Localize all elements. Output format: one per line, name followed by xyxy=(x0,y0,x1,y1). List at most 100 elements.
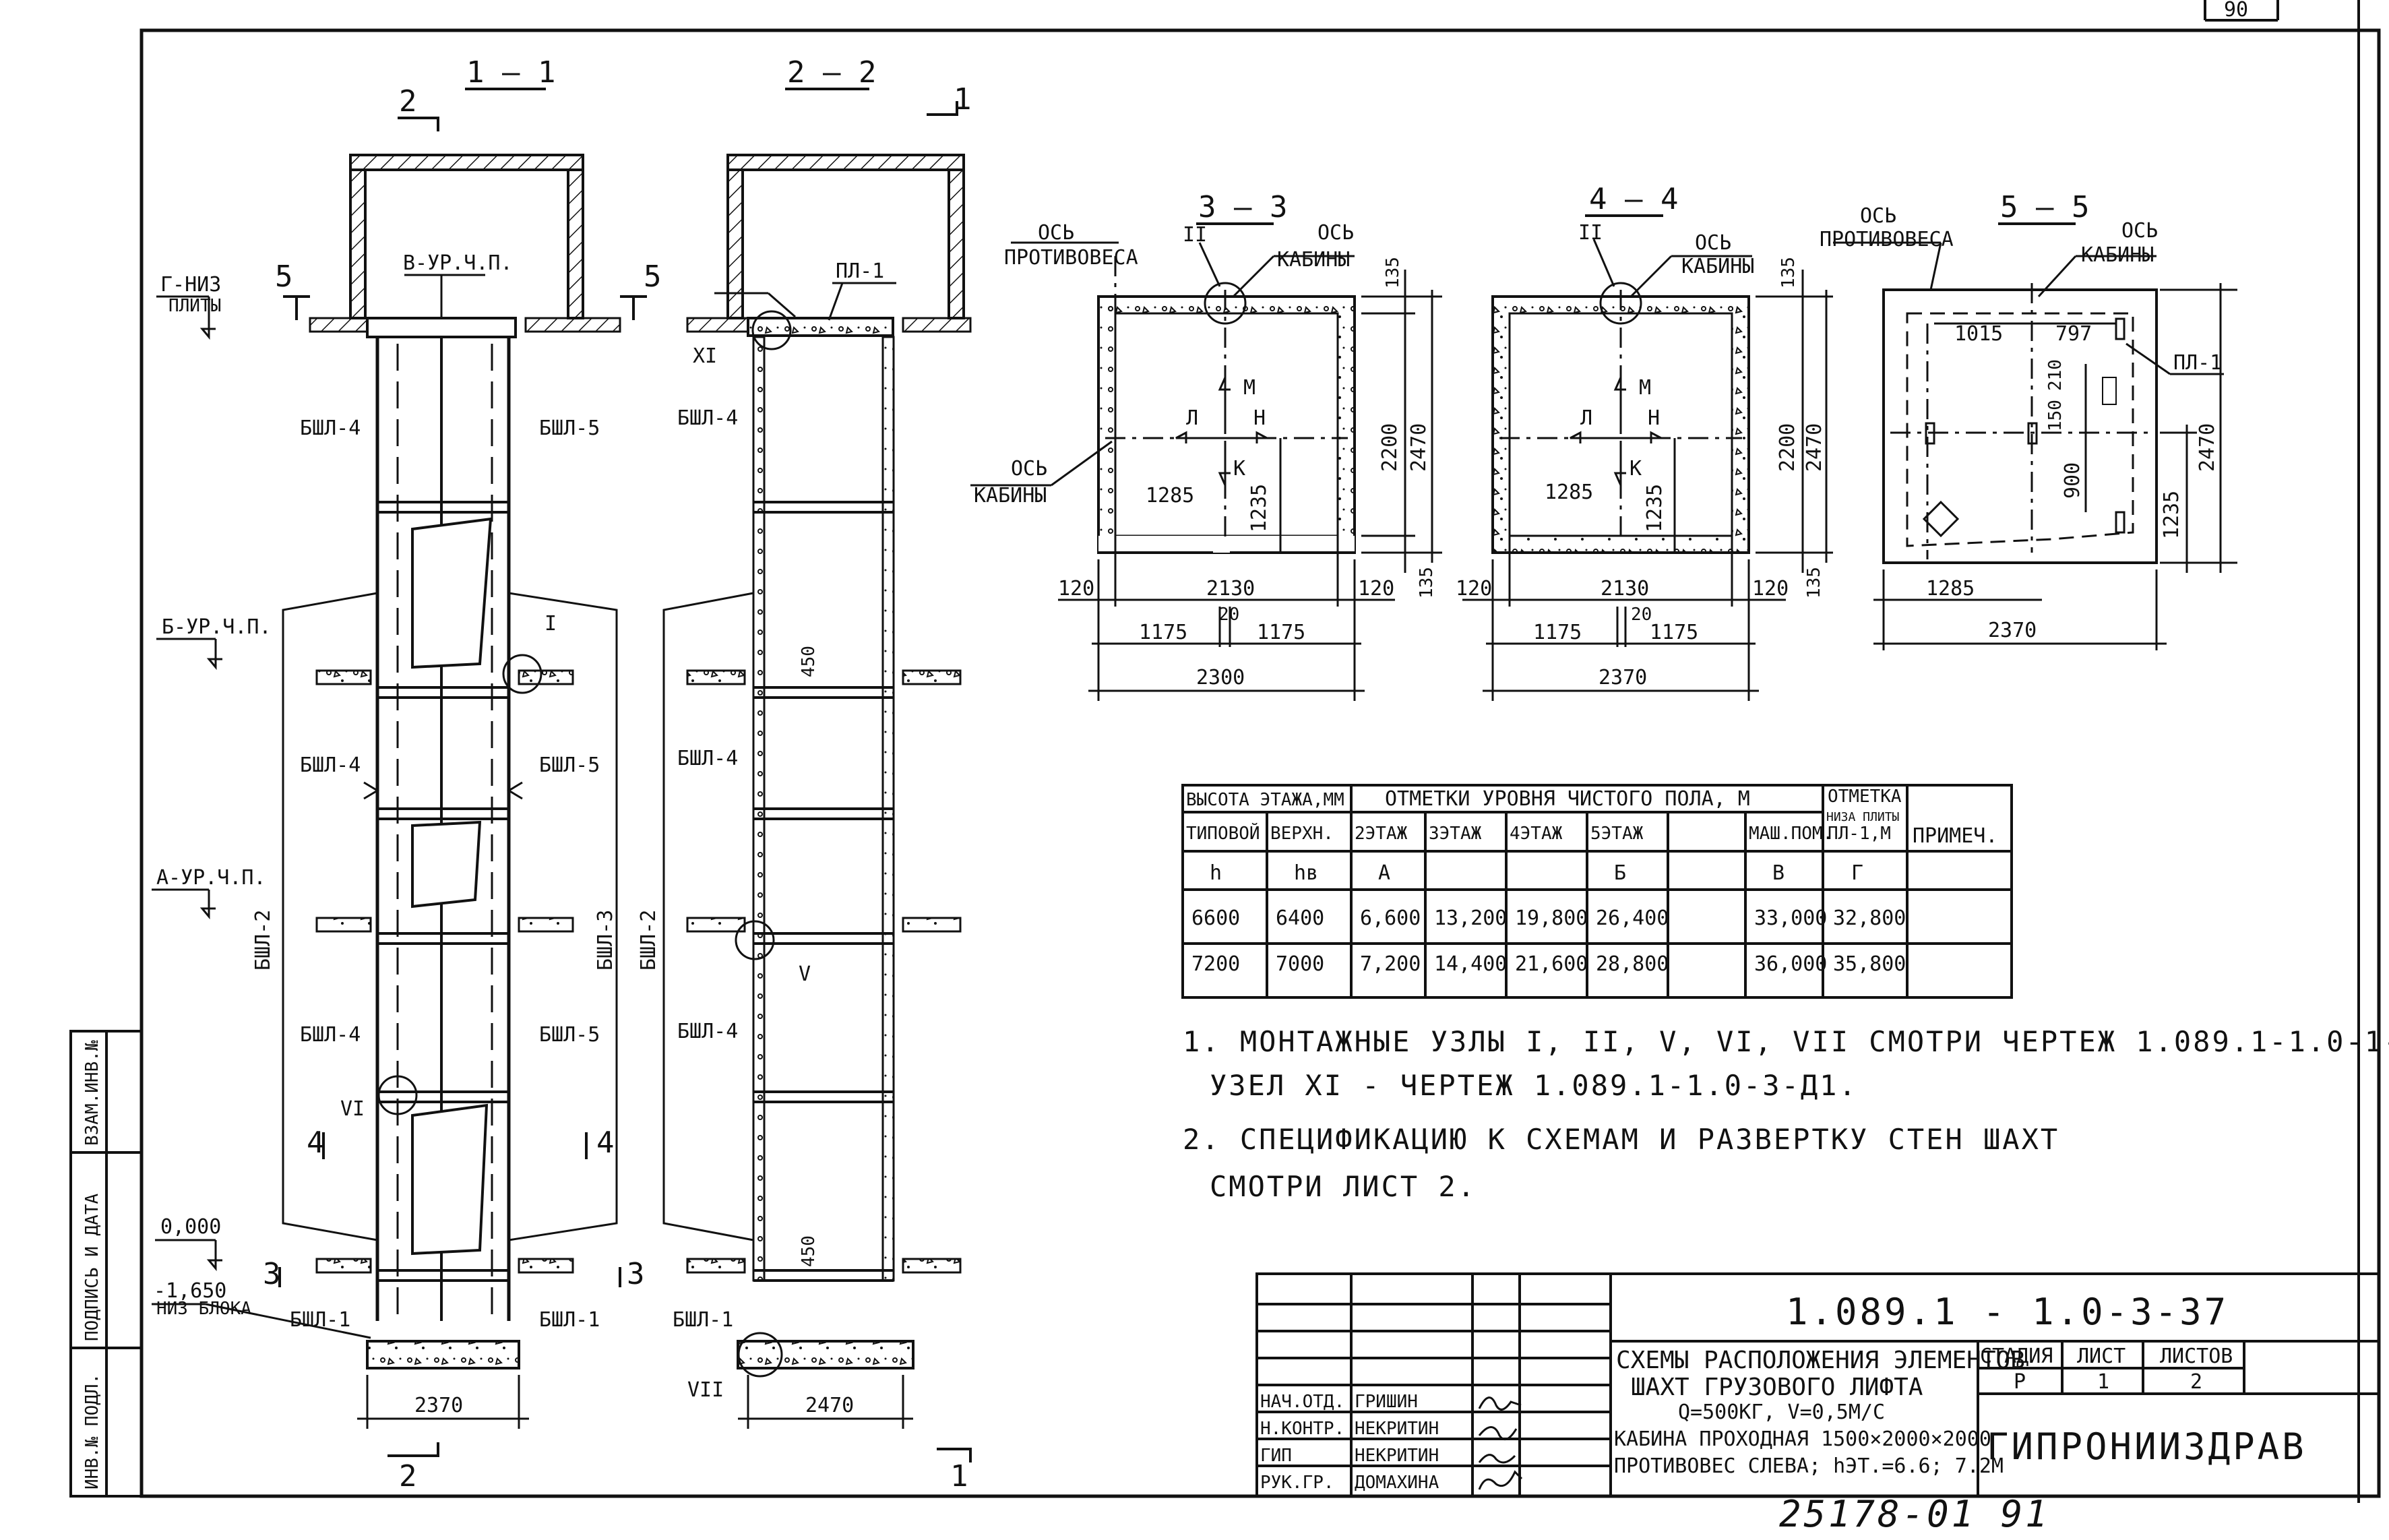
section-3-3-title: 3 — 3 xyxy=(1198,190,1287,224)
title-desc-5: ПРОТИВОВЕС СЛЕВА; hЭТ.=6.6; 7.2М xyxy=(1614,1454,2004,1478)
block-bshl4-f: БШЛ-4 xyxy=(677,1020,738,1043)
block-bshl2-a: БШЛ-2 xyxy=(251,910,275,971)
axis-cabin-c-top: ОСЬ xyxy=(1695,231,1731,255)
table-subheader: 5ЭТАЖ xyxy=(1590,824,1644,844)
dim-1015: 1015 xyxy=(1954,322,2003,346)
block-bshl4-a: БШЛ-4 xyxy=(300,417,361,440)
block-bshl5-b: БШЛ-5 xyxy=(539,753,600,777)
dir-k-a: К xyxy=(1233,457,1245,481)
node-V: V xyxy=(799,962,811,986)
table-cell: 35,800 xyxy=(1833,952,1906,976)
note-1b: УЗЕЛ XI - ЧЕРТЕЖ 1.089.1-1.0-3-Д1. xyxy=(1210,1069,1858,1102)
section-5-5: 5 — 5 xyxy=(1833,190,2237,650)
dir-n-b: Н xyxy=(1648,406,1660,430)
table-cell: 28,800 xyxy=(1596,952,1669,976)
stage-value: Р xyxy=(2014,1370,2026,1394)
table-header-marks: ОТМЕТКИ УРОВНЯ ЧИСТОГО ПОЛА, М xyxy=(1385,787,1750,811)
stage-header: СТАДИЯ xyxy=(1980,1345,2053,1368)
table-cell: 32,800 xyxy=(1833,906,1906,930)
table-subheader: МАШ.ПОМ. xyxy=(1749,824,1833,844)
dim-1175-b: 1175 xyxy=(1257,621,1305,644)
table-cell: 6400 xyxy=(1276,906,1324,930)
title-desc-1: СХЕМЫ РАСПОЛОЖЕНИЯ ЭЛЕМЕНТОВ xyxy=(1616,1347,2025,1374)
dim-1285-b: 1285 xyxy=(1545,481,1593,504)
table-letter: hв xyxy=(1294,861,1318,885)
table-letter: Г xyxy=(1851,861,1863,885)
stamp-vzam: ВЗАМ.ИНВ.№ xyxy=(82,1040,102,1146)
dim-1175-d: 1175 xyxy=(1650,621,1698,644)
title-role: РУК.ГР. xyxy=(1260,1473,1334,1493)
block-bshl4-c: БШЛ-4 xyxy=(300,1023,361,1047)
level-b: Б-УР.Ч.П. xyxy=(162,615,272,639)
section-2-2-title: 2 — 2 xyxy=(787,55,876,90)
table-subheader: ТИПОВОЙ xyxy=(1186,822,1260,844)
bottom-number: 25178-01 91 xyxy=(1779,1493,2050,1535)
cut-marker-2-top: 2 xyxy=(399,84,417,119)
title-desc-3: Q=500КГ, V=0,5М/С xyxy=(1678,1400,1885,1424)
dim-135-b: 135 xyxy=(1417,567,1437,598)
block-bshl3: БШЛ-3 xyxy=(594,910,617,971)
node-VI: VI xyxy=(340,1097,365,1121)
table-cell: 7,200 xyxy=(1360,952,1421,976)
table-letter: А xyxy=(1378,861,1390,885)
title-name: НЕКРИТИН xyxy=(1355,1446,1439,1466)
level-g-bottom: ПЛИТЫ xyxy=(168,296,221,316)
axis-cabin-b-bottom: КАБИНЫ xyxy=(974,484,1047,507)
dir-m-a: М xyxy=(1243,376,1255,400)
dim-20-b: 20 xyxy=(1631,605,1652,625)
title-name: ДОМАХИНА xyxy=(1355,1473,1439,1493)
cut-marker-5-right: 5 xyxy=(644,259,662,294)
table-header-slab-2: НИЗА ПЛИТЫ xyxy=(1826,810,1899,824)
note-1: 1. МОНТАЖНЫЕ УЗЛЫ I, II, V, VI, VII СМОТ… xyxy=(1183,1025,2389,1058)
cut-marker-2-bottom: 2 xyxy=(399,1459,417,1493)
table-subheader: ВЕРХН. xyxy=(1270,824,1334,844)
block-pl1-b: ПЛ-1 xyxy=(2173,351,2222,375)
signatures xyxy=(1478,1396,1523,1490)
dir-l-a: Л xyxy=(1186,406,1198,430)
cut-marker-1-bottom: 1 xyxy=(950,1459,968,1493)
node-II-a: II xyxy=(1183,223,1207,247)
dim-150: 150 xyxy=(2045,400,2066,431)
stamp-inv-podl: ИНВ.№ ПОДЛ. xyxy=(82,1374,102,1489)
axis-counter-a-top: ОСЬ xyxy=(1038,221,1074,245)
dim-1285-a: 1285 xyxy=(1146,484,1194,507)
cut-marker-3-right: 3 xyxy=(627,1257,645,1291)
table-subheader: ПЛ-1,М xyxy=(1828,824,1891,844)
dim-120-a: 120 xyxy=(1058,577,1094,600)
levels-table xyxy=(1181,784,2013,999)
table-subheader: 2ЭТАЖ xyxy=(1355,824,1408,844)
dim-2470-c: 2470 xyxy=(1803,423,1826,472)
level-a: А-УР.Ч.П. xyxy=(156,866,266,890)
table-letter: Б xyxy=(1614,861,1626,885)
organization: ГИПРОНИИЗДРАВ xyxy=(1987,1425,2307,1468)
title-name: НЕКРИТИН xyxy=(1355,1419,1439,1439)
dim-2130-a: 2130 xyxy=(1206,577,1255,600)
dim-1235-c: 1235 xyxy=(2160,491,2183,539)
dim-135-c: 135 xyxy=(1778,257,1799,288)
block-bshl4-e: БШЛ-4 xyxy=(677,747,738,770)
dim-120-c: 120 xyxy=(1456,577,1492,600)
level-zero: 0,000 xyxy=(160,1215,221,1239)
section-4-4-title: 4 — 4 xyxy=(1589,182,1678,216)
block-bshl1-a: БШЛ-1 xyxy=(290,1308,350,1332)
table-letter: В xyxy=(1772,861,1785,885)
title-role: ГИП xyxy=(1260,1446,1292,1466)
dim-1235-a: 1235 xyxy=(1247,484,1271,532)
axis-cabin-a-bottom: КАБИНЫ xyxy=(1277,248,1350,272)
dim-2370-c: 2370 xyxy=(1988,619,2037,642)
dir-k-b: К xyxy=(1630,457,1642,481)
cut-marker-1-top: 1 xyxy=(954,82,972,117)
block-bshl5-c: БШЛ-5 xyxy=(539,1023,600,1047)
table-cell: 21,600 xyxy=(1515,952,1588,976)
dim-1175-a: 1175 xyxy=(1139,621,1187,644)
section-5-5-title: 5 — 5 xyxy=(2000,190,2089,224)
title-name: ГРИШИН xyxy=(1355,1392,1418,1412)
note-2b: СМОТРИ ЛИСТ 2. xyxy=(1210,1170,1477,1203)
dim-900: 900 xyxy=(2061,462,2084,499)
sheet-header: ЛИСТ xyxy=(2077,1345,2126,1368)
dim-2370-a: 2370 xyxy=(414,1394,463,1417)
section-1-1: 1 — 1 xyxy=(278,55,647,1457)
level-minus-note: НИЗ БЛОКА xyxy=(156,1299,251,1319)
axis-counter-a-bottom: ПРОТИВОВЕСА xyxy=(1004,246,1138,270)
